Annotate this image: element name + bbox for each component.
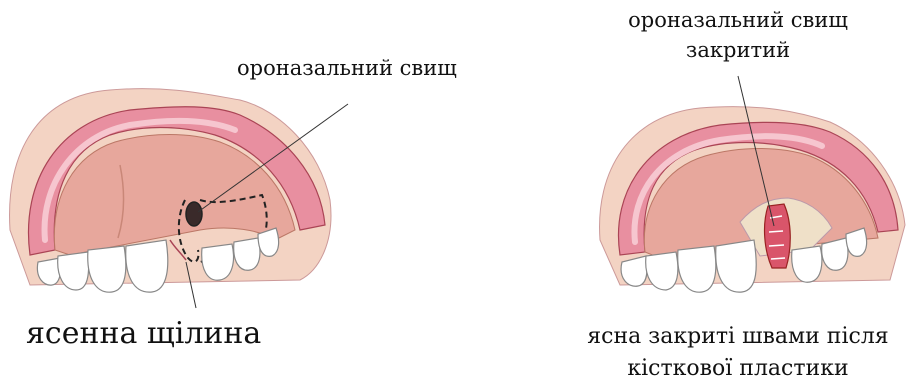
sutured-gums-label-line1: ясна закриті швами після (560, 324, 916, 349)
closed-fistula-label-line1: ороназальний свищ (560, 8, 916, 32)
closed-fistula-label-line2: закритий (560, 38, 916, 62)
fistula-hole (186, 202, 202, 226)
before-illustration: ороназальний свищ ясенна щілина (0, 0, 560, 390)
gingival-gap-label: ясенна щілина (26, 316, 261, 351)
fistula-label: ороназальний свищ (237, 56, 457, 80)
sutured-gums-label-line2: кісткової пластики (560, 356, 916, 381)
after-illustration: ороназальний свищ закритий ясна закриті … (560, 0, 916, 390)
